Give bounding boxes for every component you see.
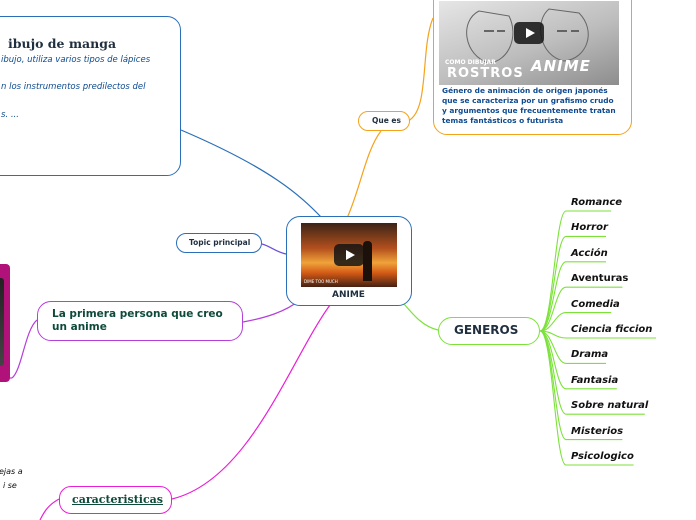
topic-principal-node[interactable]: Topic principal xyxy=(176,233,262,253)
genre-branch-1 xyxy=(539,235,567,332)
genre-branch-3 xyxy=(539,286,567,332)
caracteristicas-label: caracteristicas xyxy=(72,493,163,506)
dibujo-node[interactable]: ibujo de manga ibujo, utiliza varios tip… xyxy=(0,16,181,176)
que-es-description: Género de animación de origen japonés qu… xyxy=(442,86,616,125)
central-play-icon[interactable] xyxy=(334,244,364,266)
central-video-caption: DIME TOO MUCH xyxy=(304,279,338,284)
central-video-silhouette xyxy=(363,241,372,281)
dibujo-line2: n los instrumentos predilectos del xyxy=(1,82,146,92)
central-title: ANIME xyxy=(332,290,365,300)
primera-persona-node[interactable]: La primera persona que creo un anime xyxy=(37,301,243,341)
genre-item-7[interactable]: Fantasia xyxy=(571,374,619,386)
central-video-thumbnail[interactable]: DIME TOO MUCH xyxy=(301,223,397,287)
primera-persona-line2: un anime xyxy=(52,321,107,333)
genre-branch-4 xyxy=(539,312,567,332)
que-es-label: Que es xyxy=(372,116,401,125)
central-anime-node[interactable]: DIME TOO MUCH ANIME xyxy=(286,216,412,306)
connector-primera-persona-left xyxy=(11,319,38,379)
genre-branches xyxy=(539,210,656,466)
caracteristicas-node[interactable]: caracteristicas xyxy=(59,486,172,514)
connector-que-es-detail xyxy=(407,17,434,122)
primera-persona-image[interactable] xyxy=(0,264,10,382)
genre-item-2[interactable]: Acción xyxy=(571,247,608,259)
que-es-detail-node[interactable]: COMO DIBUJAR ROSTROS ANIME Género de ani… xyxy=(433,0,632,135)
primera-persona-line1: La primera persona que creo xyxy=(52,308,223,320)
connector-topic-principal xyxy=(261,243,287,255)
que-es-video-line3: ANIME xyxy=(531,57,591,75)
genre-item-8[interactable]: Sobre natural xyxy=(571,400,649,412)
genre-item-4[interactable]: Comedia xyxy=(571,298,620,310)
generos-node[interactable]: GENEROS xyxy=(438,317,540,345)
connector-caracteristicas xyxy=(171,304,331,500)
genre-branch-8 xyxy=(539,330,567,415)
genre-item-3[interactable]: Aventuras xyxy=(571,273,629,285)
genre-item-0[interactable]: Romance xyxy=(571,197,623,208)
genre-branch-2 xyxy=(539,261,567,332)
topic-principal-label: Topic principal xyxy=(189,238,251,247)
dibujo-line1: ibujo, utiliza varios tipos de lápices xyxy=(1,55,151,65)
que-es-video-thumbnail[interactable]: COMO DIBUJAR ROSTROS ANIME xyxy=(439,1,619,85)
genre-item-1[interactable]: Horror xyxy=(571,222,608,234)
genre-item-10[interactable]: Psicologico xyxy=(571,451,634,462)
que-es-play-icon[interactable] xyxy=(514,22,544,44)
generos-label: GENEROS xyxy=(454,323,519,337)
dibujo-line3: s. ... xyxy=(1,110,19,120)
caracteristicas-snippet1: ejas a xyxy=(0,467,23,476)
genre-item-5[interactable]: Ciencia ficcion xyxy=(571,324,653,335)
caracteristicas-snippet2: i se xyxy=(3,481,17,490)
connector-que-es xyxy=(346,130,382,219)
connector-caracteristicas-left xyxy=(39,498,60,520)
genre-branch-10 xyxy=(539,330,567,466)
genre-branch-0 xyxy=(539,210,567,332)
que-es-video-line1: COMO DIBUJAR xyxy=(445,59,496,66)
connector-dibujo xyxy=(180,129,323,219)
que-es-node[interactable]: Que es xyxy=(358,111,410,131)
que-es-video-line2: ROSTROS xyxy=(447,66,524,81)
dibujo-title: ibujo de manga xyxy=(8,36,117,51)
genre-item-9[interactable]: Misterios xyxy=(571,425,624,437)
genre-item-6[interactable]: Drama xyxy=(571,349,609,361)
primera-persona-image-inner xyxy=(0,278,4,366)
